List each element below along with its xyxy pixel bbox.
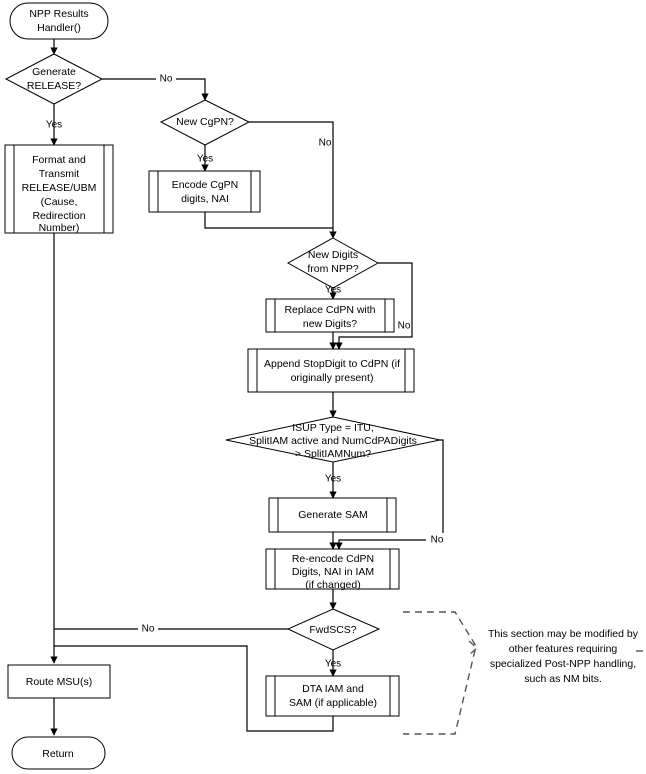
format-transmit-label-line-4: (Cause, (41, 196, 78, 208)
new-digits-decision-shape (286, 237, 380, 289)
new-digits-label-line-2: from NPP? (307, 263, 359, 275)
node-route-msu: Route MSU(s) (7, 664, 111, 699)
reencode-cdpn-label-line-3: (if changed) (305, 579, 360, 591)
dta-iam-label-line-2: SAM (if applicable) (289, 697, 377, 709)
start-label-line-1: NPP Results (29, 8, 88, 20)
edge-label-bg-isup-type-no (426, 533, 448, 546)
dta-iam-shape (265, 675, 400, 717)
start-terminator-shape (9, 2, 109, 40)
dta-iam-label-line-1: DTA IAM and (302, 683, 364, 695)
edge-label-fwdscs-yes: Yes (325, 659, 341, 670)
edge-label-generate-release-no: No (160, 74, 173, 85)
format-transmit-label-line-1: Format and (32, 154, 86, 166)
edge-label-isup-type-no: No (431, 535, 444, 546)
edge-label-fwdscs-no: No (142, 624, 155, 635)
new-cgpn-decision-shape (159, 99, 251, 146)
annotation-line-2: other features requiring (509, 643, 618, 655)
append-stopdigit-label-line-1: Append StopDigit to CdPN (if (264, 358, 400, 370)
return-terminator-shape (11, 736, 106, 770)
edge-new-cgpn-no (249, 121, 337, 239)
isup-type-label-line-2: SplitIAM active and NumCdPADigits (249, 435, 417, 447)
generate-release-label-line-2: RELEASE? (27, 80, 81, 92)
node-fwdscs: FwdSCS? (286, 608, 381, 651)
generate-sam-label: Generate SAM (298, 509, 367, 521)
node-generate-sam: Generate SAM (268, 497, 397, 533)
format-transmit-label-line-5: Redirection (32, 210, 85, 222)
reencode-cdpn-label-line-2: Digits, NAI in IAM (292, 566, 374, 578)
generate-release-decision-shape (4, 53, 104, 105)
reencode-cdpn-shape (265, 548, 400, 590)
route-msu-shape (7, 664, 111, 699)
route-msu-label: Route MSU(s) (26, 676, 93, 688)
edge-label-isup-type-yes: Yes (325, 474, 341, 485)
format-transmit-shape (4, 144, 114, 234)
isup-type-label-line-1: ISUP Type = ITU, (292, 422, 374, 434)
isup-type-decision-shape (225, 416, 441, 463)
return-label: Return (42, 748, 74, 760)
annotation-line-3: specialized Post-NPP handling, (490, 658, 636, 670)
generate-sam-shape (268, 497, 397, 533)
start-label-line-2: Handler() (37, 22, 81, 34)
generate-release-label-line-1: Generate (32, 66, 76, 78)
annotation-line-4: such as NM bits. (524, 673, 602, 685)
node-return: Return (11, 736, 106, 770)
node-dta-iam: DTA IAM and SAM (if applicable) (265, 675, 400, 717)
annotation-line-1: This section may be modified by (488, 628, 639, 640)
edge-label-bg-fwdscs-no (138, 622, 158, 635)
edge-label-new-digits-yes: Yes (325, 285, 341, 296)
append-stopdigit-label-line-2: originally present) (291, 372, 374, 384)
edge-encode-cgpn-to-new-digits (204, 212, 333, 229)
new-cgpn-label: New CgPN? (176, 116, 234, 128)
encode-cgpn-label-line-2: digits, NAI (181, 193, 229, 205)
replace-cdpn-shape (265, 298, 395, 333)
replace-cdpn-label-line-1: Replace CdPN with (284, 304, 375, 316)
fwdscs-decision-shape (286, 608, 381, 651)
node-reencode-cdpn: Re-encode CdPN Digits, NAI in IAM (if ch… (265, 548, 400, 591)
node-start: NPP Results Handler() (9, 2, 109, 40)
edge-label-generate-release-yes: Yes (46, 120, 62, 131)
new-digits-label-line-1: New Digits (308, 249, 358, 261)
node-new-cgpn: New CgPN? (159, 99, 251, 146)
node-replace-cdpn: Replace CdPN with new Digits? (265, 298, 395, 333)
append-stopdigit-shape (247, 348, 415, 393)
reencode-cdpn-label-line-1: Re-encode CdPN (292, 553, 374, 565)
isup-type-label-line-3: > SplitIAMNum? (295, 448, 371, 460)
format-transmit-label-line-6: Number) (39, 222, 80, 234)
annotation-brace-tip (468, 640, 479, 656)
edge-new-digits-no (335, 262, 413, 350)
replace-cdpn-label-line-2: new Digits? (303, 318, 357, 330)
annotation-text-group: This section may be modified by other fe… (488, 628, 639, 685)
edge-label-bg-generate-release-no (156, 72, 176, 85)
node-isup-type: ISUP Type = ITU, SplitIAM active and Num… (225, 416, 441, 463)
node-encode-cgpn: Encode CgPN digits, NAI (148, 170, 261, 213)
edge-label-new-cgpn-yes: Yes (197, 154, 213, 165)
encode-cgpn-shape (148, 170, 261, 213)
format-transmit-label-line-3: RELEASE/UBM (22, 182, 97, 194)
edge-label-new-cgpn-no: No (319, 138, 332, 149)
node-new-digits: New Digits from NPP? (286, 237, 380, 289)
format-transmit-label-line-2: Transmit (39, 168, 80, 180)
fwdscs-label: FwdSCS? (309, 624, 356, 636)
encode-cgpn-label-line-1: Encode CgPN (172, 179, 239, 191)
node-append-stopdigit: Append StopDigit to CdPN (if originally … (247, 348, 415, 393)
edge-dta-iam-return (54, 645, 334, 732)
edge-label-group: No Yes Yes No Yes No Yes No No Yes (46, 72, 448, 670)
annotation-dashed-region (403, 611, 477, 735)
node-generate-release: Generate RELEASE? (4, 53, 104, 105)
edge-generate-release-no (102, 78, 209, 101)
node-format-transmit: Format and Transmit RELEASE/UBM (Cause, … (4, 144, 114, 234)
edge-label-new-digits-no: No (398, 321, 411, 332)
